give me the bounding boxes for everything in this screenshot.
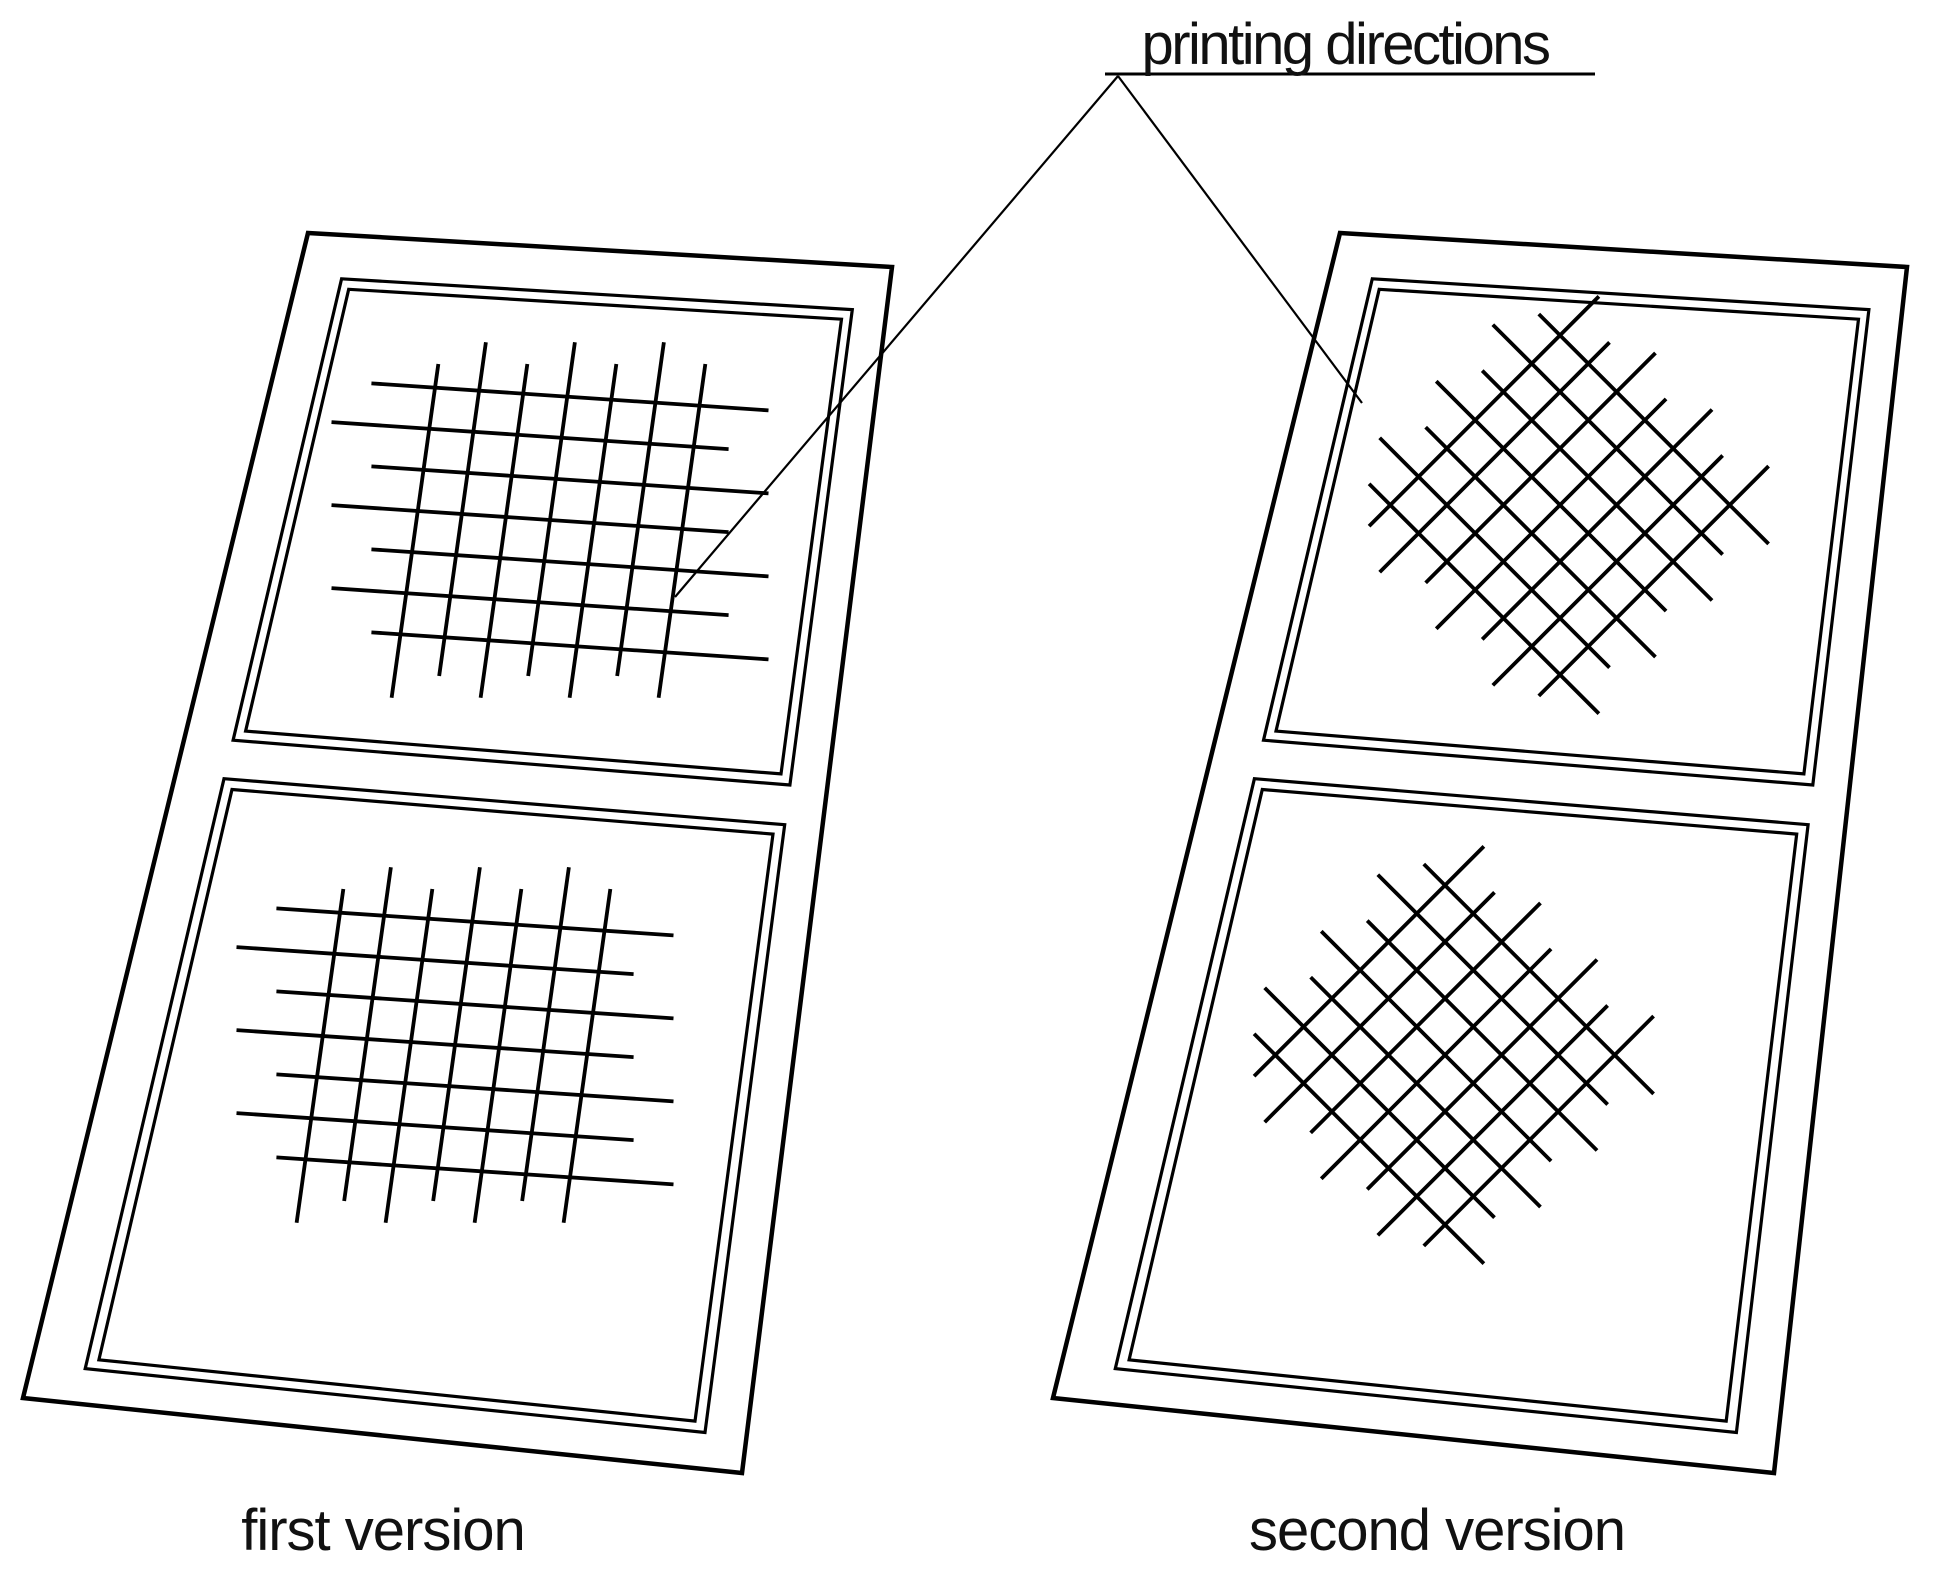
first-version-sheet-grid-2-line: [561, 888, 613, 1224]
second-version-sheet-panel-2-border: [1113, 776, 1810, 1435]
second-version-sheet-grid-2-line: [1252, 1032, 1486, 1265]
second-version-sheet-panel-1-inner-border: [1274, 287, 1861, 776]
first-version-sheet-grid-2-line: [472, 888, 524, 1224]
first-version-sheet-grid-2-line: [236, 1028, 634, 1060]
second-version-sheet-grid-1-line: [1480, 369, 1714, 602]
second-version-label: second version: [1249, 1498, 1625, 1563]
printing-directions-label: printing directions: [1141, 12, 1549, 77]
second-version-sheet-grid-1-line: [1434, 379, 1668, 613]
first-version-sheet-grid-1-line: [615, 341, 666, 677]
first-version-sheet-grid-2-line: [383, 888, 435, 1224]
first-version-sheet-grid-2-line: [236, 945, 634, 977]
second-version-sheet-grid-2-line: [1319, 929, 1553, 1163]
first-version-sheet-grid-2-line: [342, 866, 393, 1202]
second-version-sheet-grid-2-line: [1263, 986, 1496, 1219]
second-version-sheet-grid-2-line: [1309, 975, 1542, 1209]
second-version-sheet-grid-2-line: [1376, 873, 1609, 1106]
second-version-sheet-grid-1-line: [1491, 323, 1724, 556]
first-version-sheet-grid-1-line: [567, 363, 619, 699]
sheet-frames-layer: [20, 230, 1910, 1476]
first-version-sheet-grid-1-line: [437, 341, 488, 677]
first-version-sheet-grid-1-line: [371, 381, 769, 413]
first-version-sheet-grid-2-line: [276, 906, 674, 938]
leader-line-1: [674, 75, 1119, 598]
first-version-sheet-grid-1-line: [331, 503, 729, 535]
first-version-sheet-panel-2-border: [83, 776, 787, 1435]
first-version-sheet-panel-2-inner-border: [96, 787, 775, 1423]
first-version-sheet-grid-2-line: [431, 866, 482, 1202]
first-version-sheet-grid-2-line: [294, 888, 346, 1224]
first-version-sheet-outer-border: [20, 230, 895, 1476]
first-version-sheet-grid-1-line: [526, 341, 577, 677]
second-version-sheet-panel-1-border: [1261, 277, 1871, 787]
second-version-sheet-grid-2-line: [1422, 862, 1655, 1096]
second-version-sheet-panel-2-inner-border: [1127, 787, 1799, 1423]
callout-layer: [674, 72, 1595, 598]
first-version-sheet-grid-1-line: [371, 630, 769, 662]
leader-line-2: [1117, 75, 1363, 404]
second-version-sheet-outer-border: [1050, 230, 1910, 1476]
first-version-label: first version: [241, 1498, 525, 1563]
first-version-sheet-grid-2-line: [276, 1072, 674, 1104]
second-version-sheet-grid-1-line: [1537, 312, 1770, 546]
first-version-sheet-grid-1-line: [331, 586, 729, 618]
second-version-sheet-grid-1-line: [1424, 425, 1657, 659]
first-version-sheet-grid-2-line: [236, 1111, 634, 1143]
hatch-grids-layer: [236, 295, 1770, 1265]
first-version-sheet-grid-2-line: [276, 989, 674, 1021]
first-version-sheet-grid-1-line: [371, 547, 769, 579]
second-version-sheet-grid-2-line: [1365, 919, 1599, 1152]
first-version-sheet-panel-1-inner-border: [243, 287, 844, 776]
first-version-sheet-grid-1-line: [478, 363, 530, 699]
first-version-sheet-grid-1-line: [371, 464, 769, 496]
first-version-sheet-panel-1-border: [231, 277, 855, 787]
first-version-sheet-grid-2-line: [520, 866, 571, 1202]
second-version-sheet-grid-1-line: [1378, 436, 1611, 669]
first-version-sheet-grid-1-line: [656, 363, 708, 699]
first-version-sheet-grid-2-line: [276, 1155, 674, 1187]
second-version-sheet-grid-1-line: [1367, 482, 1601, 715]
first-version-sheet-grid-1-line: [389, 363, 441, 699]
first-version-sheet-grid-1-line: [331, 420, 729, 452]
